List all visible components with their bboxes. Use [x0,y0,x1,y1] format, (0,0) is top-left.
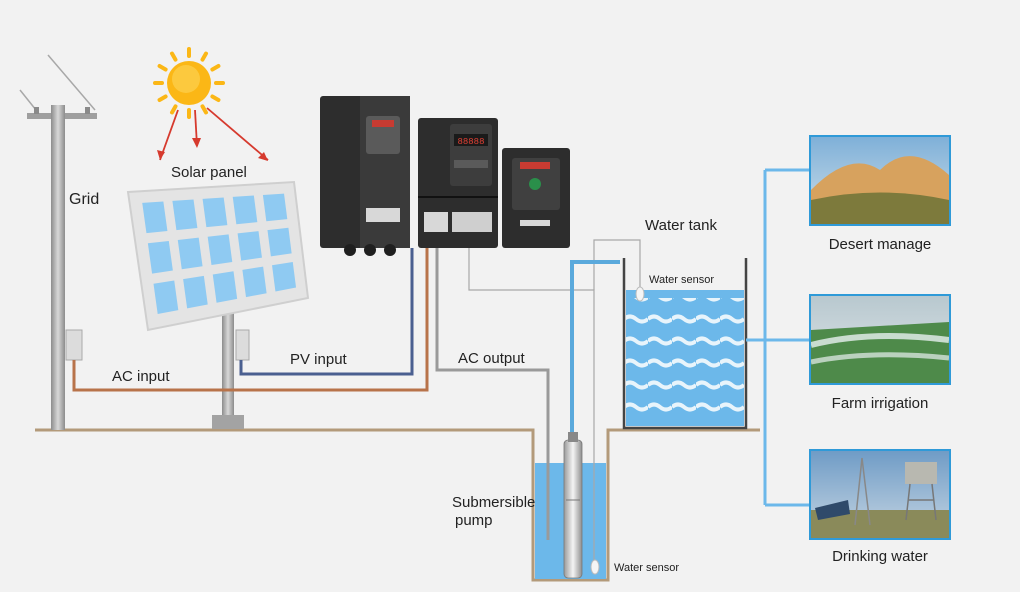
sunlight-arrows [157,107,269,161]
svg-text:88888: 88888 [457,137,484,147]
submersible-pump-label-line1: Submersible [452,494,535,511]
solar-cell [153,280,179,315]
solar-cell [212,271,238,303]
solar-cell [172,199,198,231]
sun-ray [170,104,178,115]
sun-ray [210,64,221,72]
water-pipe [570,260,620,440]
grid-label: Grid [69,191,99,208]
water-tank-label: Water tank [645,217,717,234]
sensor-wire-well [468,248,595,565]
ground-line [35,428,760,582]
grid-pole [19,54,97,430]
submersible-pump-label-line2: pump [455,512,493,529]
sun-icon [153,47,225,119]
solar-cell [177,237,203,270]
ac-output-cable [435,248,550,540]
solar-cell [262,193,288,222]
inverter-small [502,148,570,248]
water-tank [622,258,748,430]
solar-panel [126,180,310,429]
solar-cell [272,261,297,292]
inverter-medium: 88888 [418,118,498,248]
solar-cell [142,201,168,234]
solar-cell [183,275,208,309]
sun-ray [157,64,168,72]
solar-cell [242,266,267,298]
solar-cell [237,231,262,261]
irrigation-photo [809,294,951,385]
solar-cell [147,240,173,274]
application-label-desert: Desert manage [829,236,932,253]
sun-ray [200,51,208,62]
sun-ray [157,94,168,102]
ac-input-label: AC input [112,368,170,385]
ac-input-cable [72,248,429,392]
submersible-pump [563,432,583,579]
tank-water-sensor-label: Water sensor [649,274,714,286]
pv-input-label: PV input [290,351,348,368]
distribution-pipes [746,168,810,507]
water-tower-photo [809,449,951,540]
sun-ray [200,104,208,115]
tank-water-sensor [635,286,645,302]
solar-cell [202,197,228,228]
ac-output-label: AC output [458,350,526,367]
solar-cells [142,193,297,315]
sensor-wire-tank [593,239,641,290]
application-label-drinking: Drinking water [832,548,928,565]
solar-panel-label: Solar panel [171,164,247,181]
sun-ray [170,51,178,62]
desert-photo [809,135,951,226]
inverter-large [320,96,410,256]
solar-cell [207,234,233,265]
solar-cell [232,195,258,225]
pv-input-cable [239,248,414,376]
sun-ray [210,94,221,102]
well-water-sensor-label: Water sensor [614,562,679,574]
application-label-irrigation: Farm irrigation [832,395,929,412]
solar-cell [267,227,292,257]
well-water-sensor [590,559,600,575]
